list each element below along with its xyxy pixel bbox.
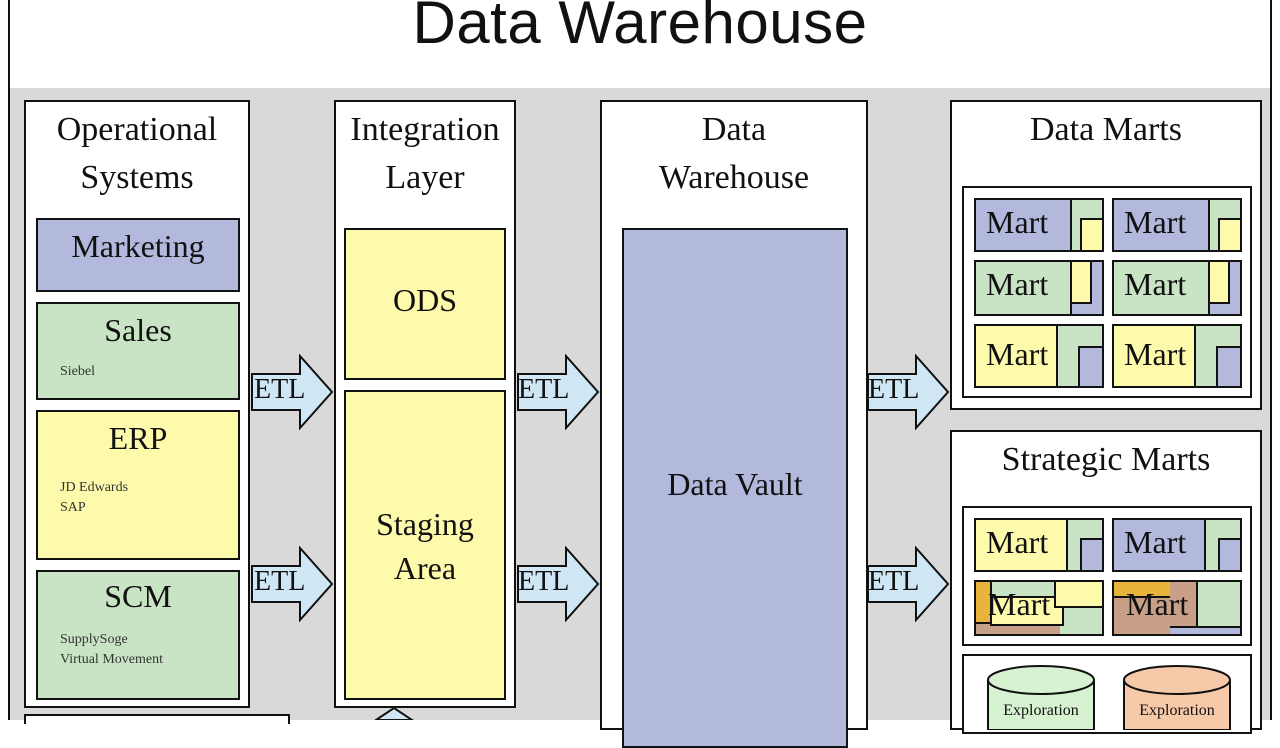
mart-label: Mart [988,586,1051,622]
mart-2-yellow-block [1218,218,1240,250]
bottom-up-arrow-partial [374,708,414,720]
integration-layer-title: Integration Layer [350,111,500,196]
scm-label: SCM [104,578,172,614]
mart-label: Mart [1126,586,1189,622]
strategic-mart-3-yellow-block-2 [1054,582,1102,608]
mart-label: Mart [986,524,1049,560]
etl-label-5: ETL [868,374,920,405]
mart-label: Mart [986,266,1049,302]
strategic-mart-4-orange-block [1114,582,1170,598]
data-mart-4: Mart [1112,260,1242,316]
mart-1-yellow-block [1080,218,1102,250]
ods-box: ODS [344,228,506,380]
bottom-left-partial-box [24,714,290,724]
operational-systems-panel: Operational Systems Marketing Sales Sieb… [24,100,250,708]
staging-area-box: Staging Area [344,390,506,700]
etl-arrow-4 [517,546,600,622]
data-marts-frame: Mart Mart Mart Mart Mart [962,186,1252,398]
etl-arrow-6 [867,546,950,622]
staging-area-label: Staging Area [376,506,474,586]
mart-4-yellow-block [1208,262,1230,304]
data-mart-6: Mart [1112,324,1242,388]
data-mart-1: Mart [974,198,1104,252]
mart-label: Mart [1124,204,1187,240]
data-marts-title: Data Marts [1029,111,1182,148]
etl-arrow-1 [251,354,334,430]
data-vault-box: Data Vault [622,228,848,748]
strategic-mart-3: Mart [974,580,1104,636]
exploration-label-1: Exploration [1003,702,1079,719]
mart-label: Mart [986,336,1049,372]
mart-5-blue-block [1078,346,1102,386]
erp-box: ERP JD Edwards SAP [36,410,240,560]
erp-subtext: JD Edwards SAP [60,480,129,515]
marketing-label: Marketing [71,228,205,264]
mart-label: Mart [1124,524,1187,560]
erp-label: ERP [108,420,168,456]
data-vault-label: Data Vault [667,466,803,502]
ods-label: ODS [392,282,457,318]
mart-6-blue-block [1216,346,1240,386]
diagram-canvas: Operational Systems Marketing Sales Sieb… [8,88,1272,748]
scm-subtext: SupplySoge Virtual Movement [60,632,163,667]
title-bar: Data Warehouse [8,0,1272,88]
data-marts-panel: Data Marts Mart Mart Mart Mart [950,100,1262,410]
strategic-mart-4: Mart [1112,580,1242,636]
marketing-box: Marketing [36,218,240,292]
integration-layer-panel: Integration Layer ODS Staging Area [334,100,516,708]
etl-arrow-2 [251,546,334,622]
mart-3-yellow-block [1070,262,1092,304]
strategic-mart-3-yellow-block [990,596,1064,626]
strategic-marts-panel: Strategic Marts Mart Mart Mart [950,430,1262,734]
exploration-frame: Exploration Exploration [962,654,1252,734]
data-mart-3: Mart [974,260,1104,316]
data-mart-5: Mart [974,324,1104,388]
strategic-mart-4-green-block [1196,582,1240,626]
etl-arrow-5 [867,354,950,430]
strategic-mart-2-blue-block [1218,538,1240,570]
exploration-cylinder-green-icon [987,665,1095,730]
data-mart-2: Mart [1112,198,1242,252]
sales-box: Sales Siebel [36,302,240,400]
etl-label-2: ETL [254,566,306,597]
exploration-cylinder-orange-icon [1123,665,1231,730]
strategic-mart-1: Mart [974,518,1104,572]
sales-label: Sales [104,312,172,348]
mart-label: Mart [1124,266,1187,302]
etl-label-6: ETL [868,566,920,597]
sales-subtext: Siebel [60,364,95,379]
scm-box: SCM SupplySoge Virtual Movement [36,570,240,700]
etl-label-4: ETL [518,566,570,597]
exploration-label-2: Exploration [1139,702,1215,719]
data-warehouse-title: Data Warehouse [658,111,810,196]
operational-systems-title: Operational Systems [56,111,218,196]
strategic-marts-title: Strategic Marts [1001,441,1211,478]
mart-label: Mart [1124,336,1187,372]
data-warehouse-panel: Data Warehouse Data Vault [600,100,868,748]
diagram-title: Data Warehouse [412,0,868,56]
strategic-mart-4-blue-block [1170,626,1240,634]
strategic-mart-1-blue-block [1080,538,1102,570]
etl-label-1: ETL [254,374,306,405]
etl-arrow-3 [517,354,600,430]
mart-label: Mart [986,204,1049,240]
strategic-mart-2: Mart [1112,518,1242,572]
strategic-marts-frame: Mart Mart Mart Mart [962,506,1252,646]
etl-label-3: ETL [518,374,570,405]
